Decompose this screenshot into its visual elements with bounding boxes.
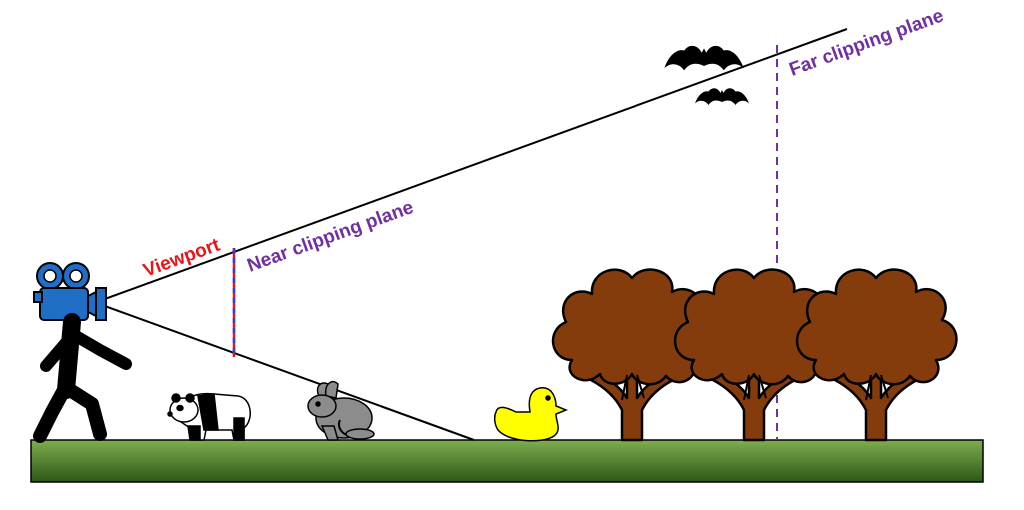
panda-icon xyxy=(167,392,251,441)
camera-icon xyxy=(33,262,107,321)
frustum-bottom-edge xyxy=(101,304,475,441)
frustum-top-edge xyxy=(101,28,848,301)
walking-person-icon xyxy=(33,313,132,443)
viewport-label: Viewport xyxy=(141,234,224,281)
duck-icon xyxy=(493,387,569,442)
bat-icon-small xyxy=(695,88,749,105)
bat-icon-large xyxy=(664,45,744,71)
tree-right xyxy=(795,268,958,442)
rabbit-icon xyxy=(307,380,375,441)
near-plane-label: Near clipping plane xyxy=(245,197,417,277)
ground xyxy=(30,439,984,483)
